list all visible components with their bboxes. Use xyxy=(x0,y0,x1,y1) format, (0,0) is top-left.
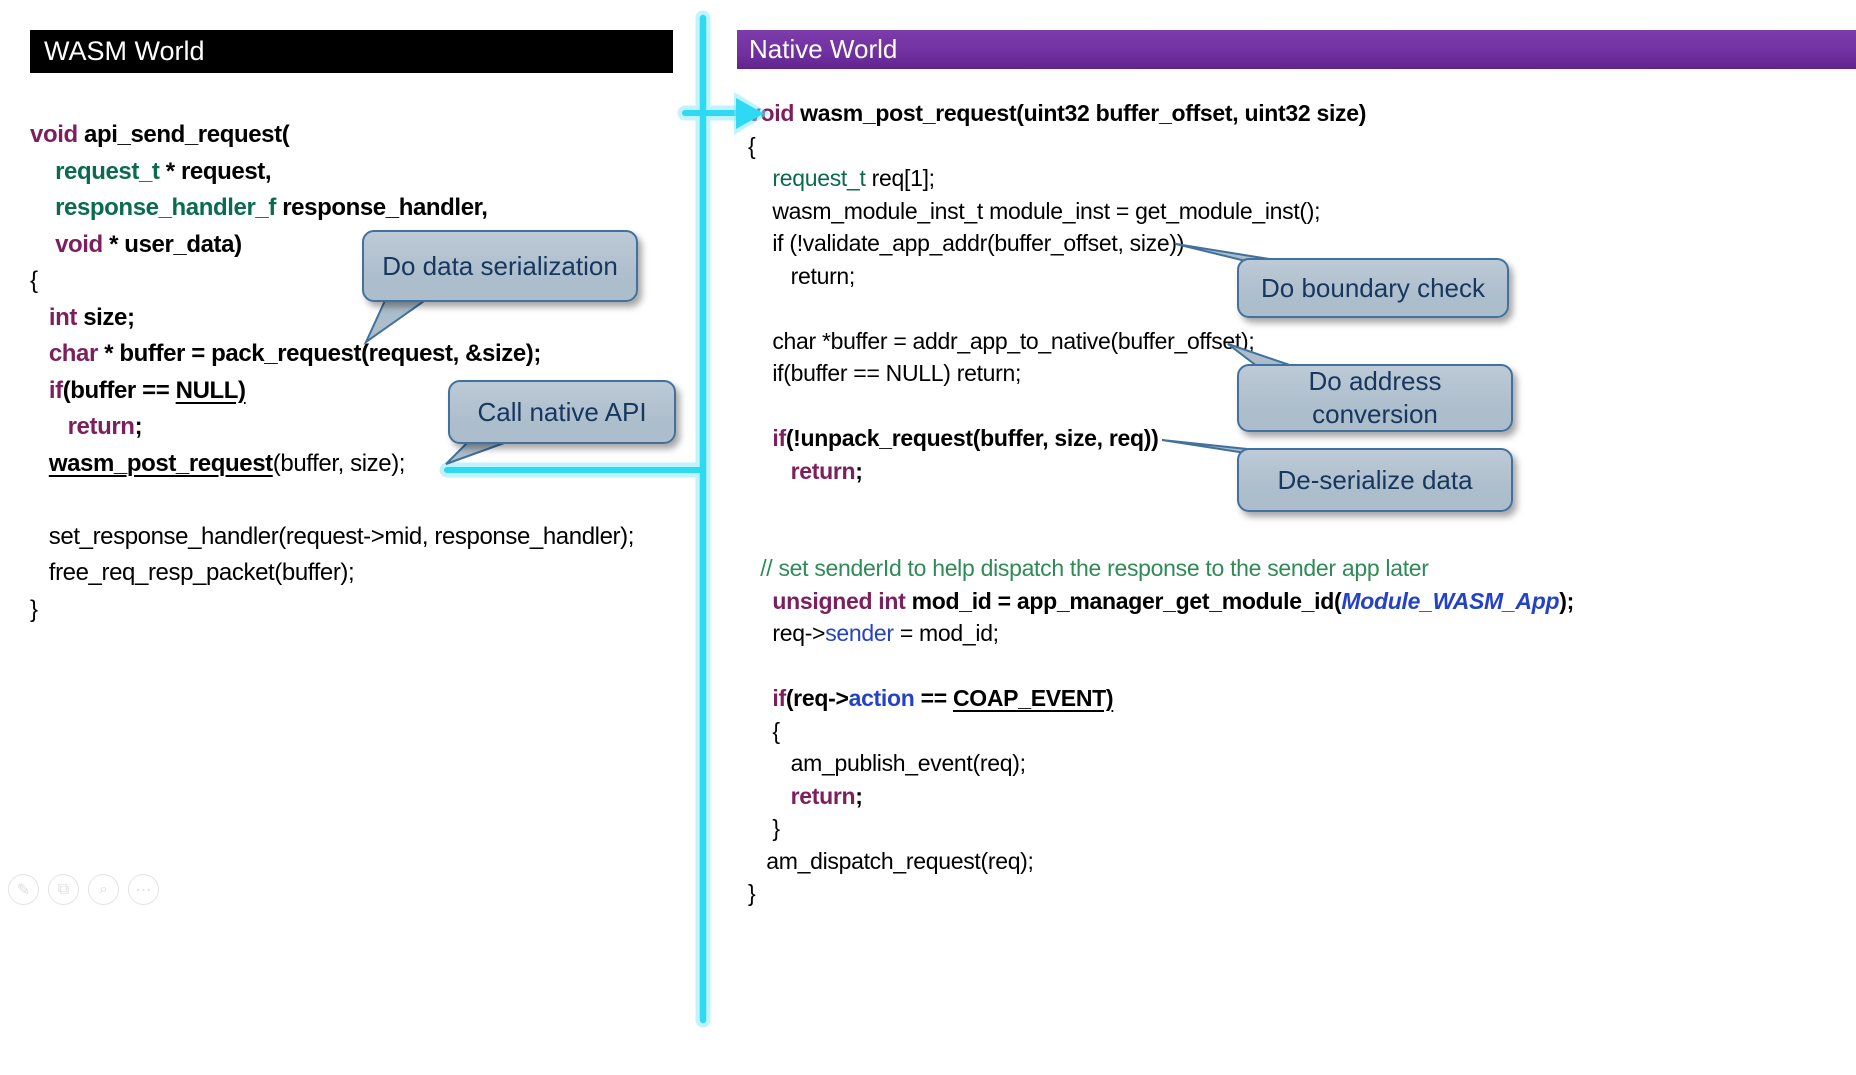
magnifier-icon[interactable]: ⌕ xyxy=(88,874,119,905)
native-code-block: void wasm_post_request(uint32 buffer_off… xyxy=(748,97,1574,910)
native-world-header: Native World xyxy=(737,30,1856,69)
call-native-callout-label: Call native API xyxy=(477,396,647,427)
code-line: if (!validate_app_addr(buffer_offset, si… xyxy=(748,230,1185,256)
code-line: { xyxy=(30,267,38,294)
code-line: void * user_data) xyxy=(55,230,242,258)
code-line: void wasm_post_request(uint32 buffer_off… xyxy=(748,100,1367,126)
code-line: return; xyxy=(67,413,143,440)
code-line: int size; xyxy=(48,303,135,331)
code-line: req->sender = mod_id; xyxy=(748,620,999,646)
code-line: } xyxy=(748,815,780,841)
magnifier-icon-glyph: ⌕ xyxy=(99,880,108,898)
code-line: return; xyxy=(748,262,856,289)
highlighter-icon[interactable]: ⧉ xyxy=(48,874,79,905)
code-line: return; xyxy=(790,457,863,484)
more-icon[interactable]: ⋯ xyxy=(128,874,159,905)
code-line: } xyxy=(748,880,756,906)
code-line: am_dispatch_request(req); xyxy=(748,847,1034,874)
deserialize-callout-label: De-serialize data xyxy=(1277,464,1473,495)
native-world-title: Native World xyxy=(749,34,898,64)
code-line: char *buffer = addr_app_to_native(buffer… xyxy=(748,327,1255,354)
wasm-world-title: WASM World xyxy=(44,36,205,66)
code-line: // set senderId to help dispatch the res… xyxy=(760,555,1429,581)
code-line: if(buffer == NULL) return; xyxy=(748,360,1022,386)
code-line: am_publish_event(req); xyxy=(748,750,1026,776)
code-line: response_handler_f response_handler, xyxy=(55,194,488,221)
wasm-world-header: WASM World xyxy=(30,30,673,73)
serialization-callout: Do data serialization xyxy=(362,230,638,302)
code-line: void api_send_request( xyxy=(30,121,290,148)
code-line: { xyxy=(748,717,780,744)
code-line: free_req_resp_packet(buffer); xyxy=(30,559,355,586)
pen-icon[interactable]: ✎ xyxy=(8,874,39,905)
deserialize-callout: De-serialize data xyxy=(1237,448,1513,512)
code-line: char * buffer = pack_request(request, &s… xyxy=(48,340,542,367)
highlighter-icon-glyph: ⧉ xyxy=(57,880,70,898)
code-line: return; xyxy=(790,782,863,809)
code-line: set_response_handler(request->mid, respo… xyxy=(30,522,635,550)
code-line xyxy=(748,520,1574,553)
code-line xyxy=(30,482,634,519)
presenter-toolbar: ✎ ⧉ ⌕ ⋯ xyxy=(8,874,159,905)
boundary-callout: Do boundary check xyxy=(1237,258,1509,318)
code-line: { xyxy=(748,132,756,159)
call-native-callout: Call native API xyxy=(448,380,676,444)
wasm-code-block: void api_send_request( request_t * reque… xyxy=(30,117,634,628)
code-line xyxy=(748,650,1574,683)
code-line: if(req->action == COAP_EVENT) xyxy=(772,685,1114,711)
address-callout-label: Do address conversion xyxy=(1308,366,1442,429)
code-line: if(!unpack_request(buffer, size, req)) xyxy=(772,425,1159,451)
code-line: unsigned int mod_id = app_manager_get_mo… xyxy=(772,587,1574,614)
serialization-callout-label: Do data serialization xyxy=(382,250,618,281)
more-icon-glyph: ⋯ xyxy=(135,881,152,899)
code-line: } xyxy=(30,595,38,623)
boundary-callout-label: Do boundary check xyxy=(1260,272,1486,303)
address-callout: Do address conversion xyxy=(1237,364,1513,432)
code-line: request_t * request, xyxy=(55,157,272,185)
code-line: request_t req[1]; xyxy=(772,165,935,191)
code-line: if(buffer == NULL) xyxy=(48,376,246,404)
code-line: wasm_post_request(buffer, size); xyxy=(48,449,406,477)
pen-icon-glyph: ✎ xyxy=(16,881,31,899)
code-line: wasm_module_inst_t module_inst = get_mod… xyxy=(748,197,1321,224)
